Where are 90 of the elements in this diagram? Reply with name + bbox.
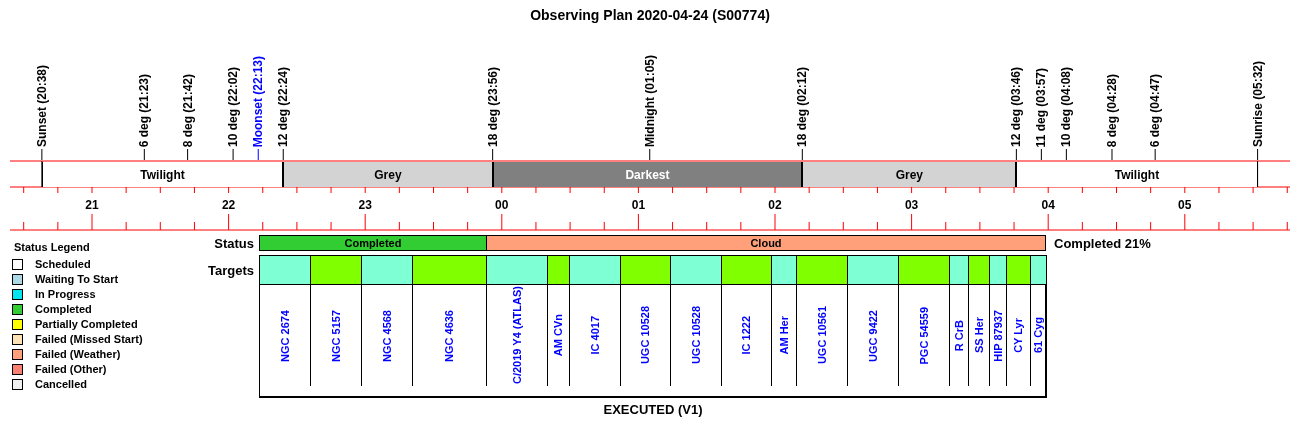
hour-label: 22 xyxy=(221,197,236,214)
target-name: PGC 54559 xyxy=(918,306,930,365)
band-label: Darkest xyxy=(625,166,670,184)
target-name: SS Her xyxy=(973,317,985,354)
twilight-band xyxy=(802,162,1017,187)
band-label: Twilight xyxy=(1114,166,1160,184)
target-column xyxy=(260,256,311,386)
legend-label: Partially Completed xyxy=(35,317,138,332)
hour-label: 23 xyxy=(358,197,372,214)
target-name: UGC 10528 xyxy=(640,306,651,365)
target-column xyxy=(950,256,969,386)
hour-label: 02 xyxy=(768,197,782,214)
target-name: CY Lyr xyxy=(1013,318,1024,353)
target-column xyxy=(797,256,848,386)
status-bar xyxy=(259,235,487,251)
legend-label: Failed (Other) xyxy=(35,362,107,377)
target-column xyxy=(548,256,570,386)
legend-label: Failed (Missed Start) xyxy=(35,332,143,347)
event-time-label: 10 deg (04:08) xyxy=(1060,66,1073,147)
twilight-band xyxy=(492,162,803,187)
event-time-label: 6 deg (21:23) xyxy=(138,73,151,147)
target-column xyxy=(671,256,722,386)
band-label: Grey xyxy=(374,166,402,184)
hour-label: 04 xyxy=(1041,197,1055,214)
target-name: AM CVn xyxy=(553,314,564,357)
hour-label: 01 xyxy=(631,197,646,214)
target-name: 61 Cyg xyxy=(1033,317,1044,354)
legend-label: Completed xyxy=(35,302,92,317)
target-column xyxy=(570,256,621,386)
status-label: Cloud xyxy=(750,237,782,249)
target-name: IC 1222 xyxy=(741,316,752,355)
target-name: NGC 4636 xyxy=(444,309,455,362)
target-column xyxy=(413,256,487,386)
target-column xyxy=(362,256,413,386)
chart-title: Observing Plan 2020-04-24 (S00774) xyxy=(530,6,770,25)
row-label: Targets xyxy=(208,262,254,280)
target-name: NGC 4568 xyxy=(381,309,393,362)
target-column xyxy=(990,256,1007,386)
twilight-band xyxy=(1016,162,1258,187)
target-column xyxy=(311,256,362,386)
event-time-label: Sunrise (05:32) xyxy=(1251,60,1264,147)
band-label: Grey xyxy=(895,166,923,184)
target-name: R CrB xyxy=(953,319,965,352)
target-name: UGC 10561 xyxy=(816,306,828,365)
status-label: Completed xyxy=(344,237,402,249)
event-time-label: Sunset (20:38) xyxy=(35,64,48,147)
event-time-label: 18 deg (23:56) xyxy=(486,66,499,147)
target-column xyxy=(899,256,950,386)
event-time-label: 18 deg (02:12) xyxy=(796,66,809,147)
target-column xyxy=(848,256,899,386)
event-time-label: 10 deg (22:02) xyxy=(227,66,240,147)
band-label: Twilight xyxy=(140,166,185,184)
twilight-band xyxy=(41,162,284,187)
target-column xyxy=(1007,256,1031,386)
target-name: C/2019 Y4 (ATLAS) xyxy=(511,286,523,385)
event-time-label: 11 deg (03:57) xyxy=(1035,67,1048,147)
legend-label: Scheduled xyxy=(35,257,91,272)
hour-label: 21 xyxy=(85,197,99,214)
legend-title: Status Legend xyxy=(14,240,90,255)
legend-label: Cancelled xyxy=(35,377,87,392)
row-label: Status xyxy=(214,235,254,253)
event-time-label: 12 deg (03:46) xyxy=(1010,66,1023,147)
twilight-band xyxy=(283,162,493,187)
target-name: NGC 5157 xyxy=(330,309,342,362)
target-name: NGC 2674 xyxy=(279,309,291,362)
target-name: UGC 9422 xyxy=(867,309,879,362)
event-time-label: 8 deg (04:28) xyxy=(1106,73,1118,147)
hour-label: 03 xyxy=(904,197,919,214)
summary-text: Completed 21% xyxy=(1054,235,1151,253)
event-time-label: 6 deg (04:47) xyxy=(1149,73,1162,147)
target-name: IC 4017 xyxy=(589,316,601,355)
target-column xyxy=(621,256,671,386)
hour-label: 00 xyxy=(495,197,509,214)
target-column xyxy=(722,256,772,386)
target-name: UGC 10528 xyxy=(690,306,702,365)
legend-label: Failed (Weather) xyxy=(35,347,121,362)
legend-label: In Progress xyxy=(35,287,96,302)
status-bar xyxy=(486,235,1046,251)
target-column xyxy=(487,256,548,386)
event-time-label: Midnight (01:05) xyxy=(643,55,656,147)
target-name: AM Her xyxy=(778,316,790,355)
event-time-label: 12 deg (22:24) xyxy=(277,66,290,147)
hour-label: 05 xyxy=(1178,197,1192,214)
legend-label: Waiting To Start xyxy=(35,272,119,287)
event-time-label: 8 deg (21:42) xyxy=(181,73,194,147)
plan-version-label: EXECUTED (V1) xyxy=(602,401,704,419)
target-column xyxy=(969,256,990,386)
target-column xyxy=(772,256,797,386)
target-name: HIP 87937 xyxy=(992,309,1004,362)
event-time-label: Moonset (22:13) xyxy=(252,55,265,147)
